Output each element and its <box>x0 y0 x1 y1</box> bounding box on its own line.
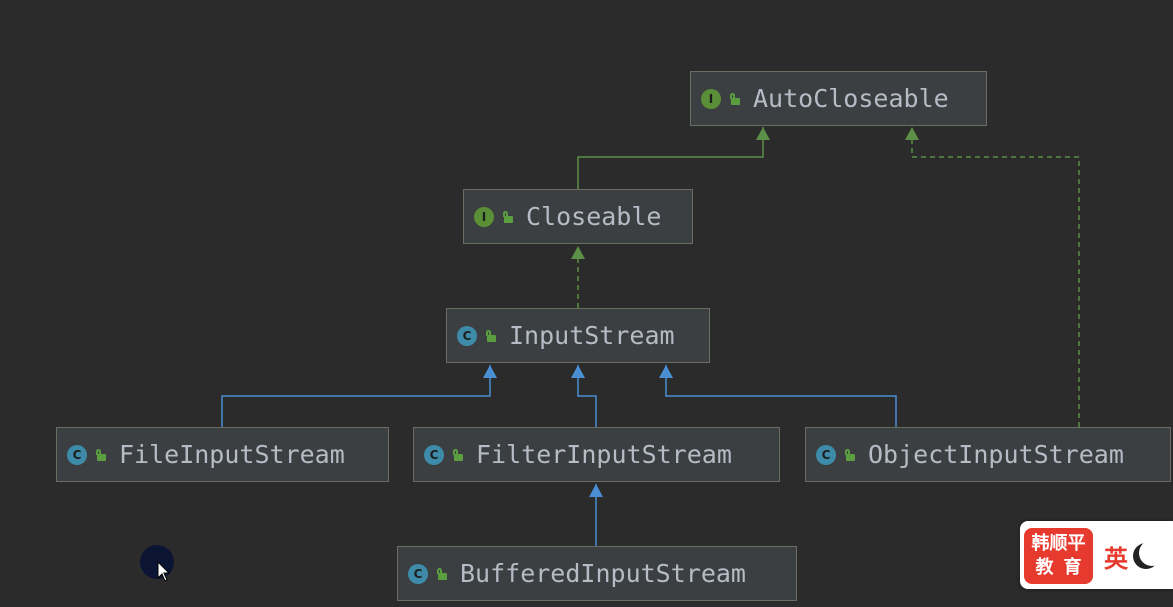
arrowhead-filterinputstream <box>589 484 603 497</box>
node-label: FilterInputStream <box>476 440 732 469</box>
moon-icon <box>1139 540 1165 566</box>
arrowhead-autocloseable <box>756 127 770 140</box>
arrowhead-inputstream <box>659 365 673 378</box>
class-icon: C <box>816 444 836 465</box>
edge-fileinputstream-to-inputstream <box>221 365 491 427</box>
public-lock-icon <box>485 329 496 342</box>
mouse-pointer-icon <box>157 561 171 582</box>
node-label: ObjectInputStream <box>868 440 1124 469</box>
interface-icon: I <box>474 206 494 227</box>
edge-closeable-to-autocloseable <box>577 127 764 189</box>
node-objectinputstream[interactable]: C ObjectInputStream <box>805 427 1171 482</box>
arrowhead-inputstream <box>483 365 497 378</box>
arrowhead-autocloseable <box>905 127 919 140</box>
arrowhead-closeable <box>571 246 585 259</box>
interface-icon: I <box>701 88 721 109</box>
ime-language-indicator: 英 <box>1104 545 1128 573</box>
public-lock-icon <box>502 210 513 223</box>
watermark-logo: 韩顺平 教育 <box>1024 528 1093 584</box>
node-bufferedinputstream[interactable]: C BufferedInputStream <box>397 546 797 601</box>
node-label: AutoCloseable <box>753 84 949 113</box>
public-lock-icon <box>844 448 855 461</box>
node-closeable[interactable]: I Closeable <box>463 189 693 244</box>
public-lock-icon <box>729 92 740 105</box>
node-label: FileInputStream <box>119 440 345 469</box>
abstract-class-icon: C <box>457 325 477 346</box>
class-icon: C <box>67 444 87 465</box>
public-lock-icon <box>95 448 106 461</box>
node-autocloseable[interactable]: I AutoCloseable <box>690 71 987 126</box>
watermark-badge: 韩顺平 教育 英 <box>1020 521 1173 589</box>
watermark-line2: 教育 <box>1035 557 1092 578</box>
public-lock-icon <box>436 567 447 580</box>
node-label: InputStream <box>509 321 675 350</box>
edge-objectinputstream-to-inputstream <box>665 365 897 427</box>
node-label: BufferedInputStream <box>460 559 746 588</box>
edge-filterinputstream-to-inputstream <box>577 365 597 427</box>
node-label: Closeable <box>526 202 662 231</box>
class-icon: C <box>408 563 428 584</box>
node-filterinputstream[interactable]: C FilterInputStream <box>413 427 780 482</box>
node-inputstream[interactable]: C InputStream <box>446 308 710 363</box>
edge-objectinputstream-to-autocloseable <box>911 127 1080 427</box>
class-icon: C <box>424 444 444 465</box>
node-fileinputstream[interactable]: C FileInputStream <box>56 427 389 482</box>
public-lock-icon <box>452 448 463 461</box>
arrowhead-inputstream <box>571 365 585 378</box>
watermark-line1: 韩顺平 <box>1031 533 1086 554</box>
